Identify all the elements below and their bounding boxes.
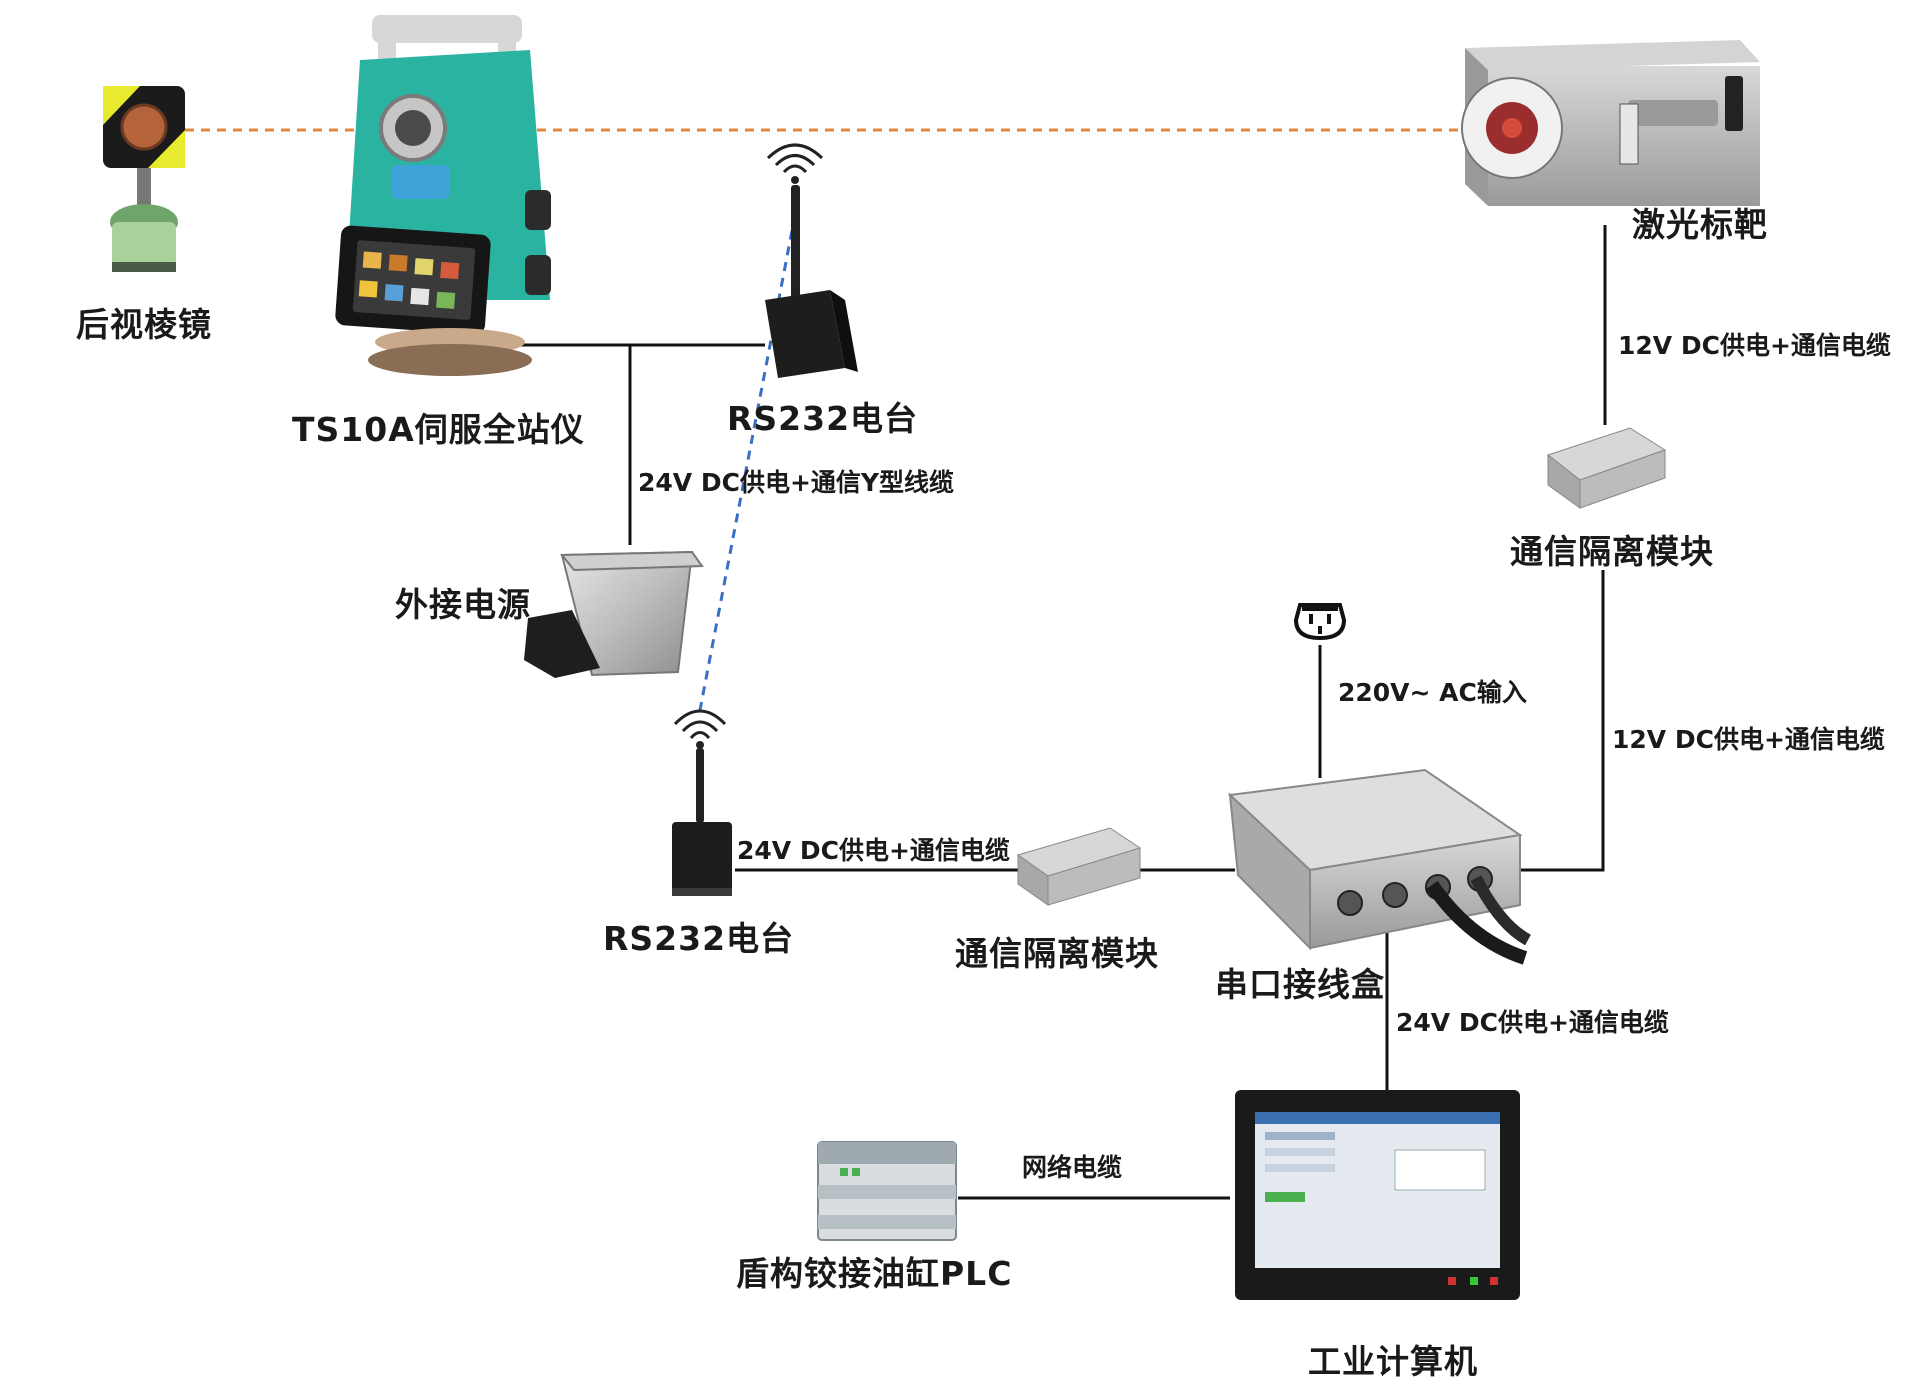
cable-station-power-label: 24V DC供电+通信Y型线缆 bbox=[638, 468, 954, 497]
junction-box-label: 串口接线盒 bbox=[1215, 965, 1385, 1004]
cable-radio-isolation-label: 24V DC供电+通信电缆 bbox=[737, 836, 1010, 865]
isolation-top-label: 通信隔离模块 bbox=[1510, 532, 1714, 571]
industrial-pc-label: 工业计算机 bbox=[1308, 1342, 1478, 1381]
plc-image bbox=[817, 1141, 957, 1241]
radio-bottom-label: RS232电台 bbox=[603, 919, 795, 958]
laser-target-image bbox=[1461, 40, 1760, 206]
isolation-module-top-image bbox=[1546, 427, 1667, 509]
radio-top-label: RS232电台 bbox=[727, 399, 919, 438]
wireless-link-line bbox=[698, 214, 797, 711]
junction-box-image bbox=[1227, 768, 1532, 965]
external-power-image bbox=[524, 550, 704, 678]
total-station-image bbox=[335, 15, 551, 376]
prism-label: 后视棱镜 bbox=[76, 305, 212, 344]
laser-target-label: 激光标靶 bbox=[1632, 205, 1768, 244]
prism-image bbox=[103, 86, 185, 272]
cable-box-pc-label: 24V DC供电+通信电缆 bbox=[1396, 1008, 1669, 1037]
radio-top-image bbox=[765, 143, 858, 378]
industrial-pc-image bbox=[1235, 1090, 1520, 1300]
ac-plug-icon bbox=[1293, 603, 1347, 641]
external-power-label: 外接电源 bbox=[395, 585, 531, 624]
isolation-module-bottom-image bbox=[1016, 827, 1142, 906]
ac-input-label: 220V~ AC输入 bbox=[1338, 678, 1527, 707]
total-station-label: TS10A伺服全站仪 bbox=[292, 410, 585, 449]
plc-label: 盾构铰接油缸PLC bbox=[736, 1254, 1013, 1293]
cable-target-isolation-label: 12V DC供电+通信电缆 bbox=[1618, 331, 1891, 360]
cable-plc-pc-label: 网络电缆 bbox=[1022, 1153, 1123, 1182]
cable-isolation-box-label: 12V DC供电+通信电缆 bbox=[1612, 725, 1885, 754]
cable-isolation-box bbox=[1520, 570, 1605, 872]
radio-bottom-image bbox=[672, 709, 732, 896]
isolation-bottom-label: 通信隔离模块 bbox=[955, 934, 1159, 973]
